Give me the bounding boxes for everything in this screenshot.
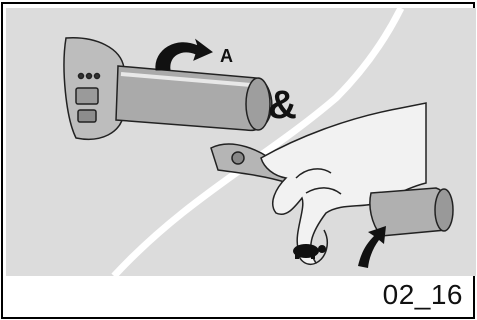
throttle-grip	[116, 66, 272, 130]
rotation-arrow-icon	[156, 40, 212, 70]
hand-pulling-lever	[261, 103, 426, 264]
ampersand-symbol: &	[268, 83, 297, 127]
rotation-label: A	[220, 46, 233, 66]
switch-housing	[64, 38, 124, 139]
figure-caption: 02_16	[383, 279, 463, 311]
squeeze-arrow-icon	[358, 226, 386, 268]
motorcycle-control-illustration: A &	[6, 8, 476, 276]
turtle-slow-icon	[293, 244, 326, 259]
